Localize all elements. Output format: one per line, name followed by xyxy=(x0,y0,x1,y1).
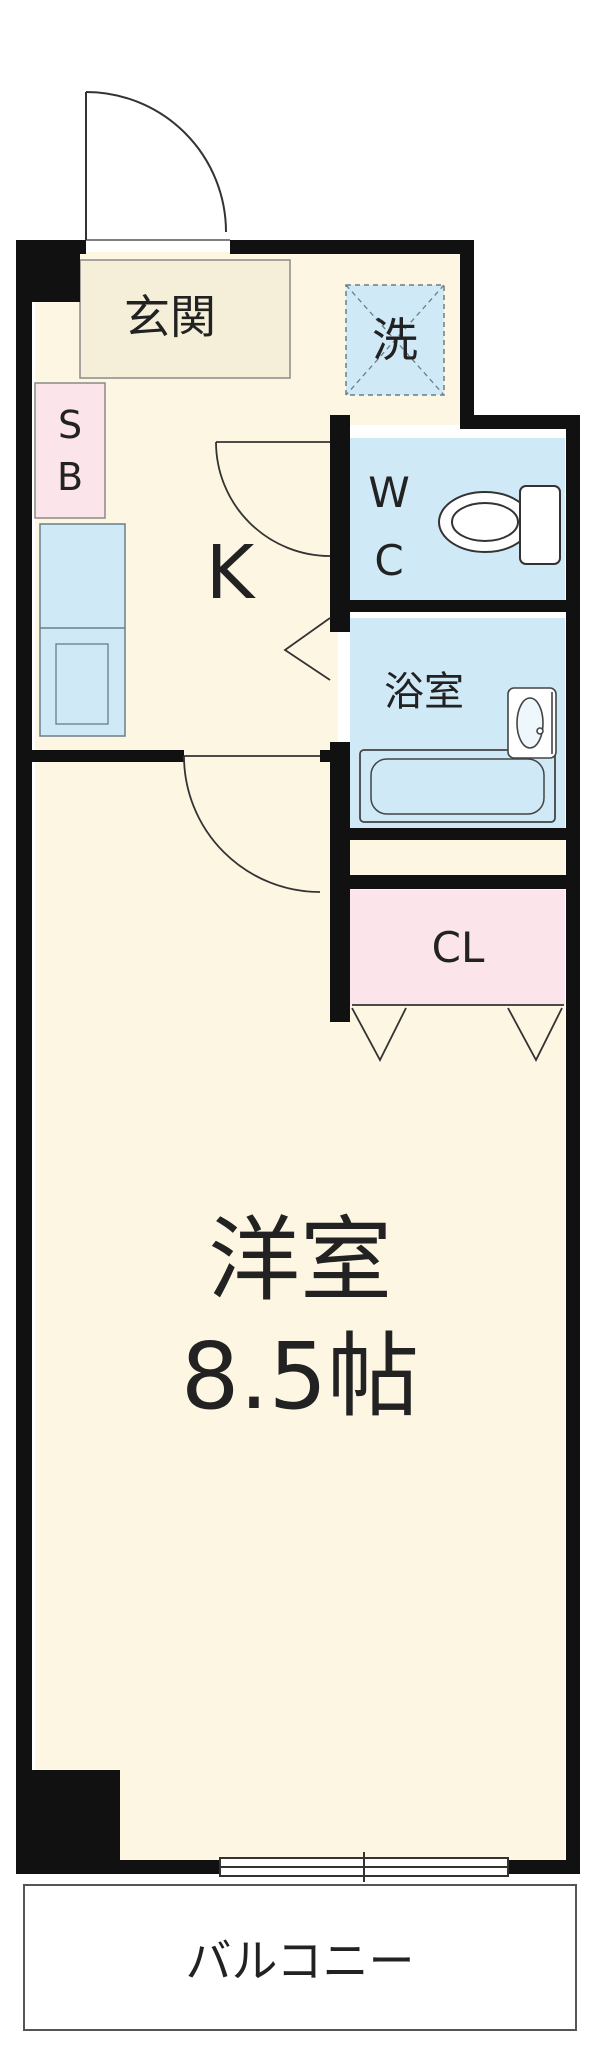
bathtub xyxy=(359,749,556,823)
bath-label: 浴室 xyxy=(384,669,464,715)
washbasin-icon xyxy=(507,687,557,759)
kitchen-label: K xyxy=(206,530,257,616)
walls xyxy=(16,240,580,1874)
shoe-box xyxy=(34,382,106,519)
western-room-name: 洋室 xyxy=(208,1207,392,1314)
sb-label-top: S xyxy=(58,403,82,447)
entrance-door xyxy=(85,91,230,241)
closet-label: CL xyxy=(432,923,485,972)
western-room-door xyxy=(183,755,321,893)
balcony-window xyxy=(219,1852,509,1882)
bath-door xyxy=(283,617,331,681)
balcony-floor xyxy=(23,1884,577,2031)
washer-label: 洗 xyxy=(372,313,418,367)
closet-doors xyxy=(351,1004,564,1062)
balcony-label: バルコニー xyxy=(185,1934,414,1988)
western-room-size: 8.5帖 xyxy=(181,1323,419,1430)
entrance-floor xyxy=(79,259,291,379)
wc-label-bottom: C xyxy=(374,536,403,585)
genkan-label: 玄関 xyxy=(124,290,216,344)
toilet-icon xyxy=(438,485,561,565)
closet xyxy=(350,890,565,1005)
sb-label-bottom: B xyxy=(57,455,83,499)
wc-door xyxy=(215,441,331,557)
wc-label-top: W xyxy=(368,468,410,517)
